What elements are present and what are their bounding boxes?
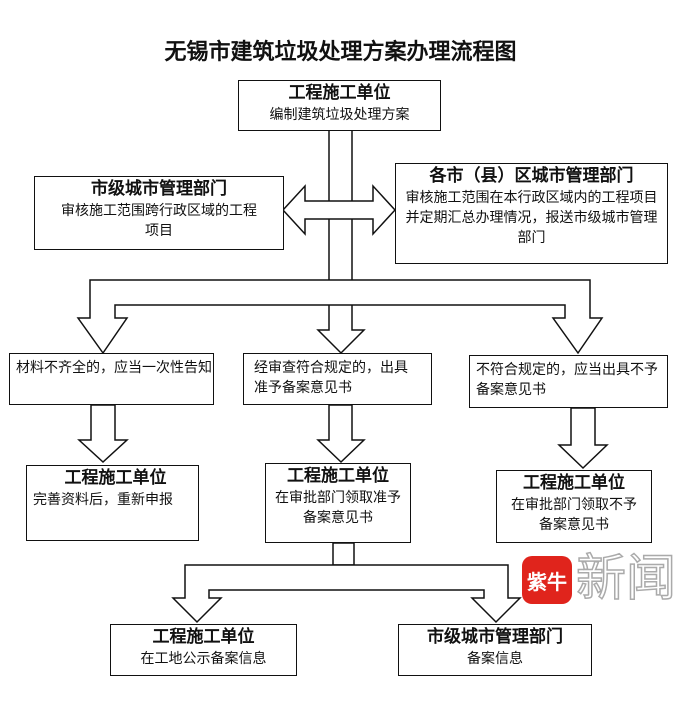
box-title: 各市（县）区城市管理部门 xyxy=(429,166,634,186)
box-title: 市级城市管理部门 xyxy=(91,179,227,199)
arrow-down-mid xyxy=(316,404,366,464)
watermark-logo: 紫牛 xyxy=(522,556,572,604)
box-collect-approval: 工程施工单位在审批部门领取准予备案意见书 xyxy=(265,463,411,543)
box-public-notice: 工程施工单位在工地公示备案信息 xyxy=(110,624,297,676)
box-text: 编制建筑垃圾处理方案 xyxy=(269,107,410,123)
box-title: 工程施工单位 xyxy=(287,466,389,486)
branch-bar xyxy=(76,279,604,355)
box-title: 工程施工单位 xyxy=(288,83,391,103)
arrow-down-main xyxy=(316,129,366,355)
arrow-down-right xyxy=(557,407,609,470)
box-rejected: 不符合规定的，应当出具不予备案意见书 xyxy=(469,355,668,408)
arrow-down-left xyxy=(77,404,129,464)
box-text: 经审查符合规定的，出具准予备案意见书 xyxy=(254,360,408,396)
box-text: 完善资料后，重新申报 xyxy=(33,492,173,508)
box-text: 在审批部门领取不予备案意见书 xyxy=(511,497,637,533)
box-text: 材料不齐全的，应当一次性告知 xyxy=(16,360,212,376)
branch-bar-bottom xyxy=(171,564,522,624)
box-title: 工程施工单位 xyxy=(523,473,625,493)
box-incomplete: 材料不齐全的，应当一次性告知 xyxy=(9,353,214,405)
watermark-text: 新闻 xyxy=(575,548,677,608)
box-text: 审核施工范围跨行政区域的工程项目 xyxy=(61,203,257,239)
box-text: 审核施工范围在本行政区域内的工程项目并定期汇总办理情况，报送市级城市管理部门 xyxy=(405,190,658,246)
box-title: 市级城市管理部门 xyxy=(427,627,563,647)
box-applicant: 工程施工单位编制建筑垃圾处理方案 xyxy=(238,80,441,131)
box-collect-rejection: 工程施工单位在审批部门领取不予备案意见书 xyxy=(496,470,652,543)
box-city-dept: 市级城市管理部门审核施工范围跨行政区域的工程项目 xyxy=(34,176,284,250)
box-text: 在审批部门领取准予备案意见书 xyxy=(275,490,401,526)
box-title: 工程施工单位 xyxy=(152,627,255,647)
box-text: 在工地公示备案信息 xyxy=(140,651,267,667)
box-district-dept: 各市（县）区城市管理部门审核施工范围在本行政区域内的工程项目并定期汇总办理情况，… xyxy=(395,163,668,264)
connector-square xyxy=(332,542,355,566)
box-title: 工程施工单位 xyxy=(64,468,167,488)
box-resubmit: 工程施工单位完善资料后，重新申报 xyxy=(26,465,199,541)
box-city-record: 市级城市管理部门备案信息 xyxy=(398,624,592,676)
page-title: 无锡市建筑垃圾处理方案办理流程图 xyxy=(164,39,517,65)
box-text: 不符合规定的，应当出具不予备案意见书 xyxy=(476,362,658,398)
box-approved: 经审查符合规定的，出具准予备案意见书 xyxy=(243,353,432,405)
box-text: 备案信息 xyxy=(467,651,523,667)
